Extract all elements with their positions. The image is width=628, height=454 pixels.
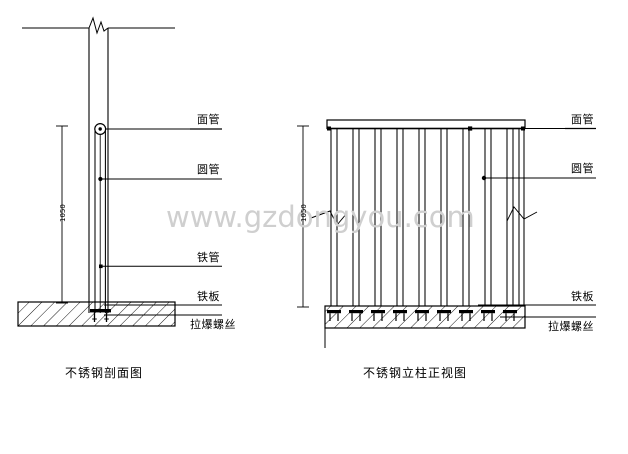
caption-left-view: 不锈钢剖面图	[65, 366, 144, 380]
caption-right-view: 不锈钢立柱正视图	[363, 366, 468, 380]
label-mianguan-left: 面管	[197, 113, 220, 126]
baluster-group	[330, 128, 525, 306]
dimension-line-right	[297, 125, 309, 308]
base-plate-group-right	[327, 310, 517, 321]
right-elevation-view	[297, 119, 596, 348]
leader-tieguan-left	[99, 264, 222, 269]
top-reference-line	[22, 16, 175, 35]
top-rail	[326, 119, 526, 130]
leader-yuanguan-left	[98, 176, 222, 182]
label-tieguan-left: 铁管	[197, 251, 220, 264]
break-symbol-right-side	[506, 206, 538, 222]
mianguan-node-marker	[94, 122, 107, 135]
label-tieban-right: 铁板	[571, 290, 594, 303]
label-yuanguan-right: 圆管	[571, 162, 594, 175]
dimension-line-left	[56, 125, 68, 304]
base-plate-left	[90, 309, 111, 322]
dimension-text-right: 1050	[300, 204, 308, 222]
inner-round-tube	[94, 125, 106, 313]
dimension-text-left: 1050	[59, 204, 67, 222]
label-mianguan-right: 面管	[571, 113, 594, 126]
post-outer-profile	[88, 28, 109, 313]
break-symbol-left-side	[310, 210, 348, 226]
left-section-view	[17, 16, 222, 327]
label-labaoluosi-right: 拉爆螺丝	[548, 320, 594, 333]
base-slab-right	[324, 305, 526, 329]
base-slab-left	[17, 301, 176, 327]
leader-mianguan-right	[468, 126, 596, 131]
label-labaoluosi-left: 拉爆螺丝	[190, 318, 236, 331]
leader-yuanguan-right	[481, 175, 596, 181]
label-tieban-left: 铁板	[197, 290, 220, 303]
label-yuanguan-left: 圆管	[197, 163, 220, 176]
